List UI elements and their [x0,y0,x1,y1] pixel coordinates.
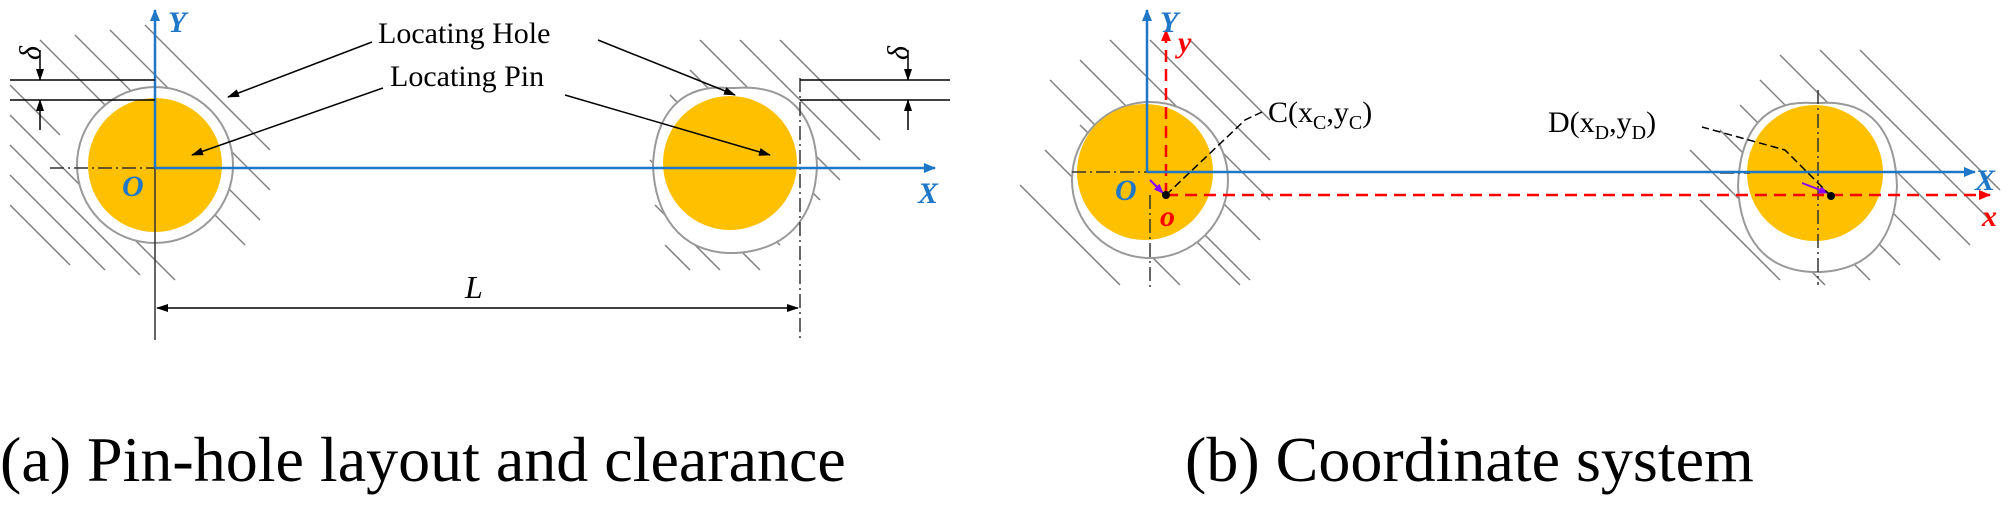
delta-right [800,50,950,130]
axis-a-x-label: X [917,177,939,210]
locating-pin-right [663,96,797,230]
delta-left-label: δ [14,45,47,60]
label-locating-hole: Locating Hole [378,17,550,50]
leader-c [1165,111,1263,196]
caption-panel-a: (a) Pin-hole layout and clearance [0,424,846,495]
origin-a-label: O [122,170,144,203]
point-d-label: D(xD,yD) [1548,106,1656,144]
caption-panel-b: (b) Coordinate system [1185,424,1754,495]
dimension-l-label: L [464,269,483,305]
delta-left [10,50,155,130]
origin-b-o-label: o [1160,200,1175,233]
label-locating-pin: Locating Pin [390,60,544,93]
leader-pin-left [191,87,384,156]
axis-a-y-label: Y [168,6,189,39]
marker-d-arrow [1801,182,1829,194]
panel-b: Y y X x O o C(xC,yC) D(xD,yD) [1019,6,2001,290]
panel-a: Y X O δ δ Locating Hole Locating Pin L [9,6,950,340]
leader-hole-right [597,39,736,96]
origin-b-O-label: O [1115,174,1137,207]
axis-b-y-label: y [1175,26,1192,59]
leader-hole-left [227,41,373,98]
marker-c-arrow [1149,179,1164,194]
leader-d [1701,126,1832,197]
axis-b-x-label: x [1981,200,1997,233]
axis-b-X-label: X [1974,164,1996,197]
leader-pin-right [564,94,771,156]
axis-b-Y-label: Y [1160,6,1181,39]
delta-right-label: δ [882,45,915,60]
point-c-label: C(xC,yC) [1268,96,1372,134]
